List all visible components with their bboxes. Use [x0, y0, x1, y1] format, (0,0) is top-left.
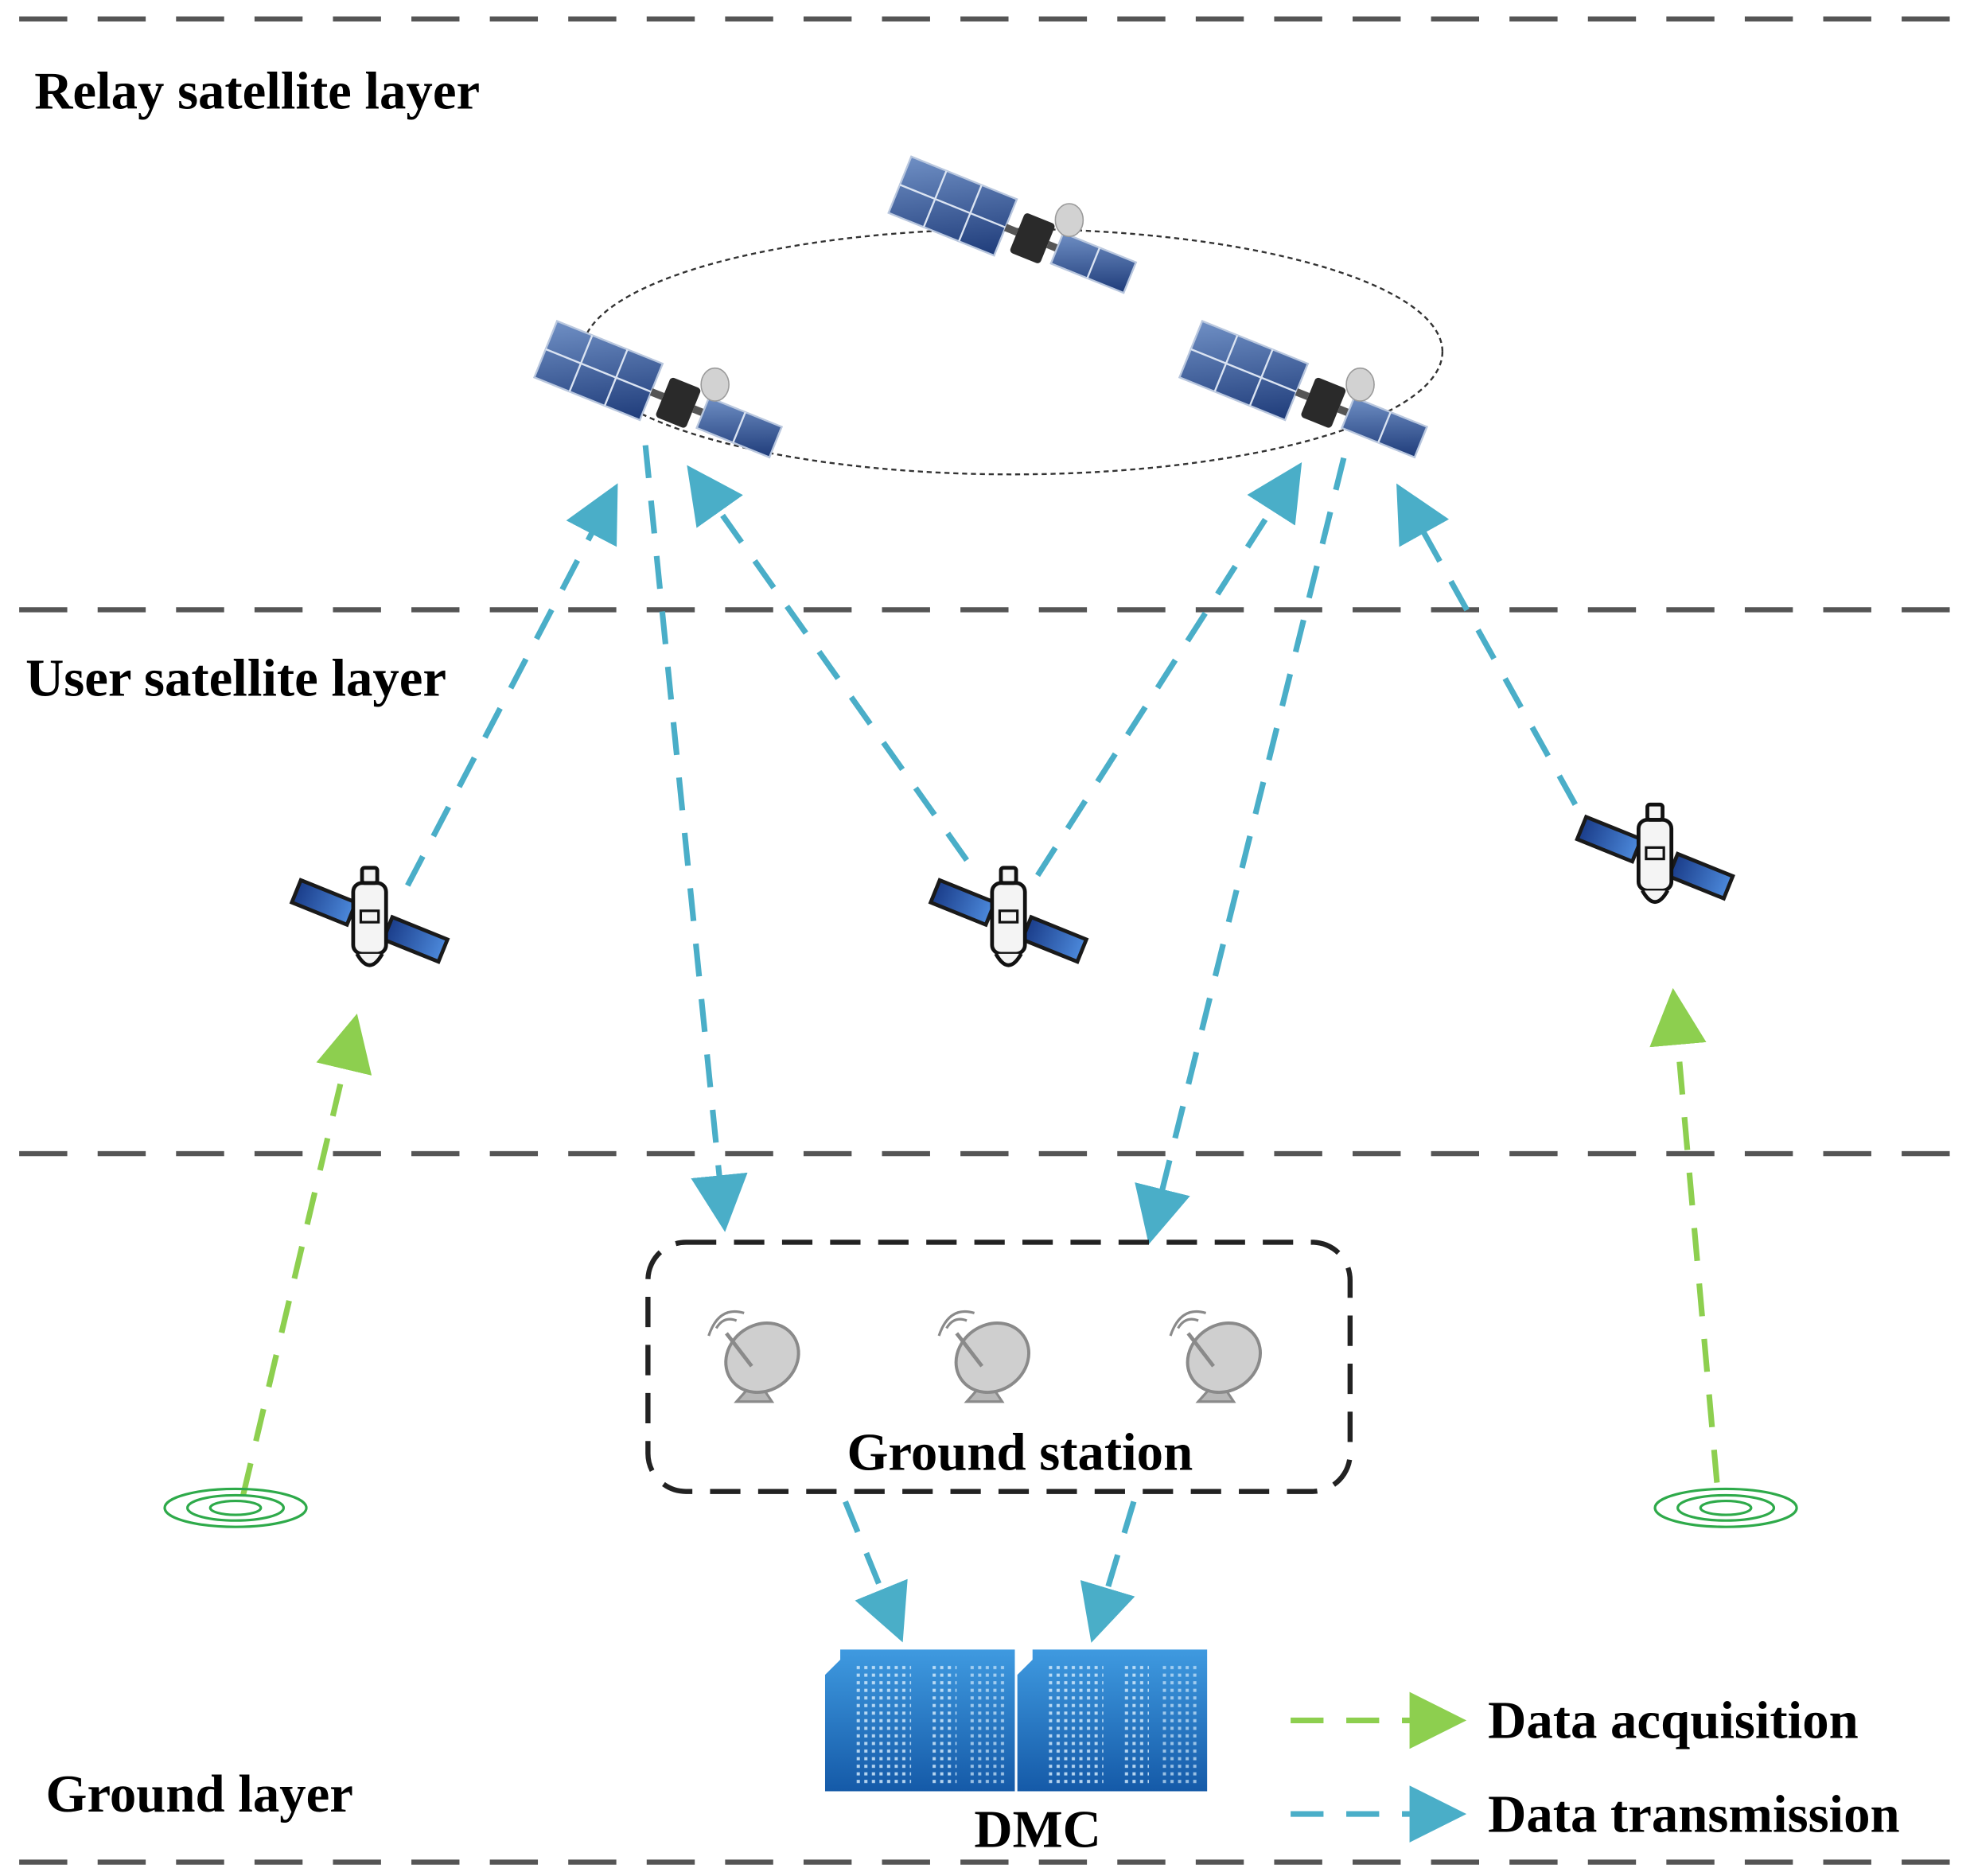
link-station-to-dmc-left	[843, 1500, 908, 1643]
dmc-label: DMC	[974, 1800, 1100, 1858]
link-sensor-left-to-user-left	[240, 1013, 372, 1497]
acquisition-links	[240, 987, 1720, 1497]
ground-sensor-left	[163, 1487, 308, 1528]
legend-acquisition-label: Data acquisition	[1488, 1691, 1859, 1750]
relay-satellite-right	[1178, 320, 1434, 472]
link-user-mid-to-relay-left	[687, 465, 969, 862]
ground-layer-label: Ground layer	[46, 1765, 353, 1823]
link-user-left-to-relay-left	[405, 483, 618, 887]
relay-satellite-top	[887, 155, 1143, 307]
transmission-links	[405, 445, 1578, 1643]
user-satellite-middle	[929, 868, 1089, 965]
ground-station-label: Ground station	[847, 1423, 1193, 1482]
link-relay-right-to-station	[1135, 457, 1347, 1245]
relay-layer-label: Relay satellite layer	[34, 62, 480, 121]
dmc-building-right-icon	[1017, 1649, 1208, 1792]
antenna-dish-icon-3	[1170, 1309, 1274, 1406]
legend: Data acquisition Data transmission	[1291, 1691, 1900, 1843]
user-layer-label: User satellite layer	[25, 649, 446, 708]
ground-station-box	[645, 1240, 1353, 1494]
ground-sensor-right	[1653, 1487, 1798, 1528]
relay-satellite-left	[533, 320, 788, 472]
relay-orbit	[581, 228, 1444, 476]
antenna-dish-icon-2	[939, 1309, 1042, 1406]
link-relay-left-to-station	[642, 445, 748, 1232]
link-user-mid-to-relay-right	[1035, 462, 1302, 878]
user-satellite-left	[290, 868, 450, 965]
legend-transmission-label: Data transmission	[1488, 1785, 1899, 1843]
dmc-building-left-icon	[824, 1649, 1015, 1792]
antenna-dish-icon-1	[709, 1309, 812, 1406]
ground-station: Ground station	[645, 1240, 1353, 1494]
link-station-to-dmc-right	[1080, 1500, 1137, 1643]
link-sensor-right-to-user-right	[1649, 987, 1720, 1483]
user-satellite-right	[1575, 804, 1735, 901]
dmc: DMC	[824, 1649, 1208, 1858]
layer-dividers	[19, 16, 1961, 1865]
link-user-right-to-relay-right	[1396, 483, 1578, 806]
